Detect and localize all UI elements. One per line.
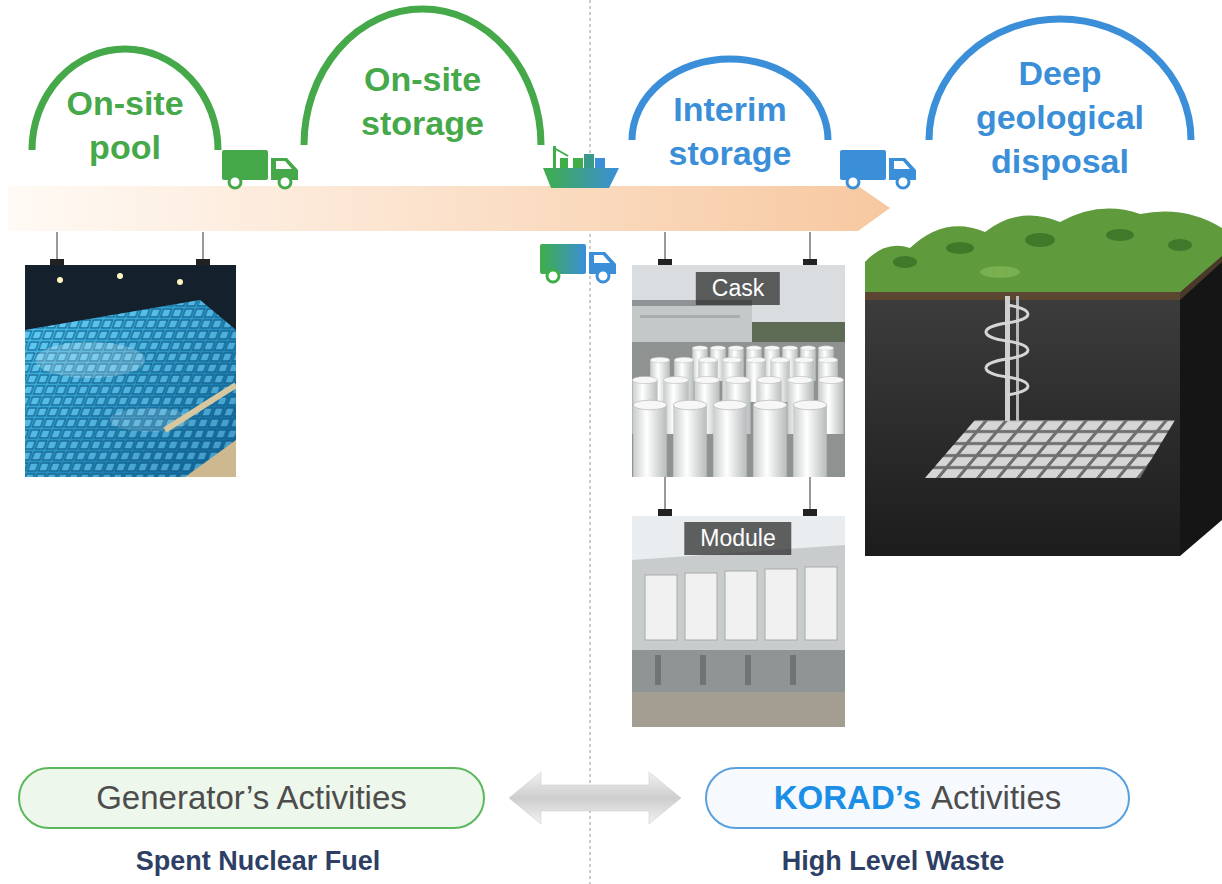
truck-icon (276, 161, 292, 169)
module-photo (632, 516, 845, 727)
cask-photo (632, 265, 845, 477)
ship-icon (554, 148, 568, 156)
cask-photo (753, 400, 787, 477)
truck-icon (279, 176, 291, 188)
ship-icon (560, 158, 568, 168)
module-photo (745, 655, 751, 685)
truck-icon (547, 270, 559, 282)
module-photo (632, 692, 845, 727)
stage-heading: On-site pool (28, 45, 222, 180)
stage-heading: On-site storage (300, 5, 545, 185)
truck-icon (894, 161, 910, 169)
pool-photo (25, 300, 236, 477)
repository-illustration (925, 420, 1175, 478)
module-photo (632, 516, 845, 727)
pool-photo (25, 265, 236, 477)
cask-photo (632, 265, 845, 477)
truck-icon (840, 150, 886, 180)
repository-illustration (865, 209, 1222, 292)
repository-illustration (1180, 255, 1222, 556)
repository-illustration (865, 292, 1180, 300)
binder-clip (809, 232, 810, 262)
truck-icon (847, 176, 859, 188)
ship-icon (543, 168, 619, 188)
pool-photo (25, 265, 236, 477)
binder-clip (202, 232, 203, 262)
module-photo (632, 545, 845, 700)
cask-photo (640, 315, 740, 318)
node-text: Activities (931, 778, 1061, 818)
stage-heading: Deep geological disposal (925, 15, 1195, 193)
cask-photo (713, 400, 747, 477)
ship-icon (573, 158, 583, 168)
repository-illustration (946, 242, 974, 254)
photo-label: Module (684, 522, 791, 555)
repository-illustration (865, 292, 1180, 556)
repository-illustration (980, 266, 1020, 278)
cask-photo (633, 400, 667, 477)
activity-box: KORAD’sActivities (705, 767, 1130, 829)
category-label: High Level Waste (782, 845, 1005, 879)
pool-photo (117, 273, 123, 279)
binder-clip (664, 477, 665, 512)
node-text: On-site pool (50, 81, 200, 169)
node-text: KORAD’s (774, 778, 921, 818)
repository-illustration (1106, 229, 1134, 241)
module-photo (700, 655, 706, 685)
repository-illustration (925, 420, 1175, 478)
module-photo (790, 655, 796, 685)
repository-illustration (986, 305, 1028, 395)
node-text: On-site storage (345, 57, 500, 145)
pool-photo (185, 440, 236, 477)
truck-icon (597, 270, 609, 282)
node-text: Generator’s Activities (96, 778, 407, 818)
cask-photo (793, 400, 827, 477)
ship-icon (584, 154, 594, 168)
double-arrow (509, 772, 681, 824)
binder-clip (56, 232, 57, 262)
module-photo (655, 655, 661, 685)
module-photo (632, 650, 845, 692)
divider-line (589, 0, 590, 884)
truck-icon (222, 150, 268, 180)
module-photo (805, 567, 837, 640)
activity-box: Generator’s Activities (18, 767, 485, 829)
binder-clip (809, 477, 810, 512)
truck-icon (222, 150, 298, 188)
truck-icon (594, 255, 610, 263)
module-photo (725, 571, 757, 640)
module-photo (685, 573, 717, 640)
photo-label: Cask (696, 272, 780, 305)
pool-photo (177, 279, 183, 285)
repository-illustration (1168, 239, 1192, 251)
pool-photo (25, 300, 236, 477)
ship-icon (595, 158, 605, 168)
repository-illustration (865, 209, 1222, 556)
repository-illustration (893, 256, 917, 268)
arc-outline (304, 9, 541, 145)
ship-icon (543, 146, 619, 188)
repository-illustration (1025, 233, 1055, 247)
truck-icon (840, 150, 916, 188)
pool-photo (57, 277, 63, 283)
pool-photo (35, 342, 145, 378)
node-text: Deep geological disposal (953, 51, 1168, 184)
truck-icon (229, 176, 241, 188)
category-label: Spent Nuclear Fuel (136, 845, 381, 879)
timeline-arrow (8, 186, 890, 231)
pool-photo (165, 385, 236, 430)
truck-icon (897, 176, 909, 188)
binder-clip (664, 232, 665, 262)
module-photo (765, 569, 797, 640)
cask-photo (632, 342, 845, 477)
truck-icon (540, 244, 586, 274)
cask-photo (673, 400, 707, 477)
stage-heading: Interim storage (628, 55, 832, 183)
truck-icon (540, 244, 616, 282)
module-photo (645, 575, 677, 640)
node-text: Interim storage (648, 87, 813, 175)
